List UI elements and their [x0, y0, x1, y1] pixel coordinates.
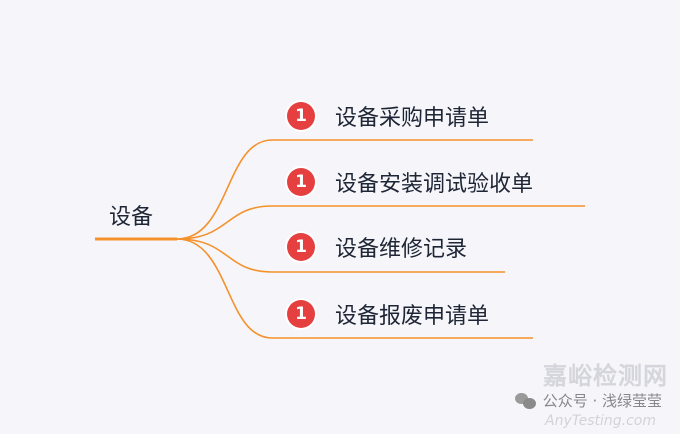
watermark-site-cn: 嘉峪检测网: [543, 362, 668, 390]
branch-node[interactable]: 1 设备维修记录: [287, 232, 467, 262]
priority-badge: 1: [287, 168, 315, 196]
branch-link-2: [176, 205, 585, 240]
root-node[interactable]: 设备: [109, 205, 154, 230]
branch-label: 设备采购申请单: [335, 106, 490, 131]
watermark-account-text: 公众号 · 浅绿莹莹: [542, 392, 662, 410]
branch-link-1: [176, 139, 533, 240]
watermark-account: 公众号 · 浅绿莹莹: [514, 392, 662, 410]
branch-label: 设备报废申请单: [335, 304, 490, 329]
branch-node[interactable]: 1 设备安装调试验收单: [287, 167, 533, 197]
branch-node[interactable]: 1 设备采购申请单: [287, 101, 489, 131]
wechat-icon: [514, 393, 537, 409]
priority-badge: 1: [287, 233, 315, 261]
priority-badge: 1: [287, 102, 315, 130]
branch-node[interactable]: 1 设备报废申请单: [287, 299, 489, 329]
priority-badge: 1: [287, 300, 315, 328]
branch-label: 设备安装调试验收单: [335, 172, 534, 197]
watermark-site-en: AnyTesting.com: [545, 413, 656, 429]
branch-label: 设备维修记录: [335, 237, 468, 262]
branch-link-3: [176, 238, 505, 273]
branch-link-4: [176, 238, 533, 339]
